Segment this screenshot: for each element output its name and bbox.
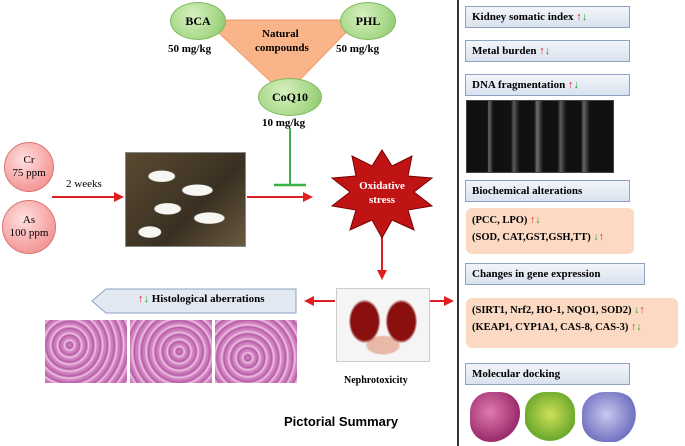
metal-burden-label: Metal burden	[472, 45, 537, 57]
coq10-circle: CoQ10	[258, 78, 322, 116]
dna-banner: DNA fragmentation ↑↓	[465, 74, 630, 96]
biochem-box: (PCC, LPO) ↑↓ (SOD, CAT,GST,GSH,TT) ↓↑	[466, 208, 634, 254]
dna-gel-image	[466, 100, 614, 173]
footer-title: Pictorial Summary	[284, 414, 399, 429]
docking-label: Molecular docking	[472, 368, 561, 380]
histology-banner-shape	[91, 288, 297, 314]
biochem-label: Biochemical alterations	[472, 185, 583, 197]
compounds-triangle	[203, 19, 360, 96]
histology-image-3	[215, 320, 297, 383]
as-circle: As 100 ppm	[2, 200, 56, 254]
cr-dose: 75 ppm	[12, 167, 46, 179]
arrow-up: ↑	[567, 79, 574, 91]
coq10-dose: 10 mg/kg	[262, 117, 306, 129]
arrow-down: ↓	[634, 305, 640, 316]
bca-circle: BCA	[170, 2, 226, 40]
protein-structure-2	[525, 392, 575, 442]
kidney-photo	[336, 288, 430, 362]
cr-label: Cr	[23, 154, 35, 166]
as-label: As	[22, 214, 36, 226]
gene-line-1: (SIRT1, Nrf2, HO-1, NQO1, SOD2) ↓↑	[472, 305, 645, 316]
arrow-up: ↑	[530, 215, 536, 226]
arrow-up: ↑	[539, 45, 545, 57]
phl-dose: 50 mg/kg	[336, 43, 380, 55]
stress-text-1: Oxidative	[359, 180, 405, 192]
histology-label: Histological aberrations	[151, 293, 265, 305]
phl-circle: PHL	[340, 2, 396, 40]
kidney-index-banner: Kidney somatic index ↑↓	[465, 6, 630, 28]
arrow-down: ↓	[593, 232, 599, 243]
coq10-label: CoQ10	[272, 89, 308, 104]
gene-box: (SIRT1, Nrf2, HO-1, NQO1, SOD2) ↓↑ (KEAP…	[466, 298, 678, 348]
kidney-index-label: Kidney somatic index	[472, 11, 574, 23]
mice-photo	[125, 152, 246, 247]
histology-image-2	[130, 320, 212, 383]
gene-line-2: (KEAP1, CYP1A1, CAS-8, CAS-3) ↑↓	[472, 322, 642, 333]
arrow-head	[444, 296, 454, 306]
gene-banner: Changes in gene expression	[465, 263, 645, 285]
bca-dose: 50 mg/kg	[168, 43, 212, 55]
gene-label: Changes in gene expression	[472, 268, 601, 280]
oxidative-stress-starburst	[330, 149, 434, 240]
histology-image-1	[45, 320, 127, 383]
triangle-label-2: compounds	[255, 42, 309, 54]
biochem-line-1: (PCC, LPO) ↑↓	[472, 215, 541, 226]
duration-label: 2 weeks	[66, 178, 102, 190]
arrow-down: ↓	[143, 293, 150, 305]
stress-text-2: stress	[368, 194, 396, 206]
arrow-up: ↑	[598, 232, 604, 243]
biochem-line-2: (SOD, CAT,GST,GSH,TT) ↓↑	[472, 232, 604, 243]
arrow-up: ↑	[639, 305, 645, 316]
protein-structure-3	[582, 392, 637, 442]
arrow-head	[114, 192, 124, 202]
nephrotoxicity-caption: Nephrotoxicity	[344, 375, 408, 386]
arrow-down: ↓	[573, 79, 579, 91]
arrow-down: ↓	[636, 322, 642, 333]
arrow-up: ↑	[630, 322, 637, 333]
docking-banner: Molecular docking	[465, 363, 630, 385]
biochem-banner: Biochemical alterations	[465, 180, 630, 202]
cr-circle: Cr 75 ppm	[4, 142, 54, 192]
arrow-up: ↑	[576, 11, 582, 23]
as-dose: 100 ppm	[9, 227, 49, 239]
histology-banner: ↑↓ Histological aberrations	[138, 293, 265, 305]
triangle-label-1: Natural	[262, 28, 299, 40]
arrow-up: ↑	[138, 293, 144, 305]
arrow-head	[304, 296, 314, 306]
metal-burden-banner: Metal burden ↑↓	[465, 40, 630, 62]
arrow-down: ↓	[535, 215, 541, 226]
arrow-head	[303, 192, 313, 202]
protein-structure-1	[470, 392, 520, 442]
dna-label: DNA fragmentation	[472, 79, 566, 91]
phl-label: PHL	[355, 13, 381, 28]
arrow-down: ↓	[581, 11, 588, 23]
arrow-down: ↓	[544, 45, 551, 57]
arrow-head	[377, 270, 387, 280]
bca-label: BCA	[185, 13, 211, 28]
